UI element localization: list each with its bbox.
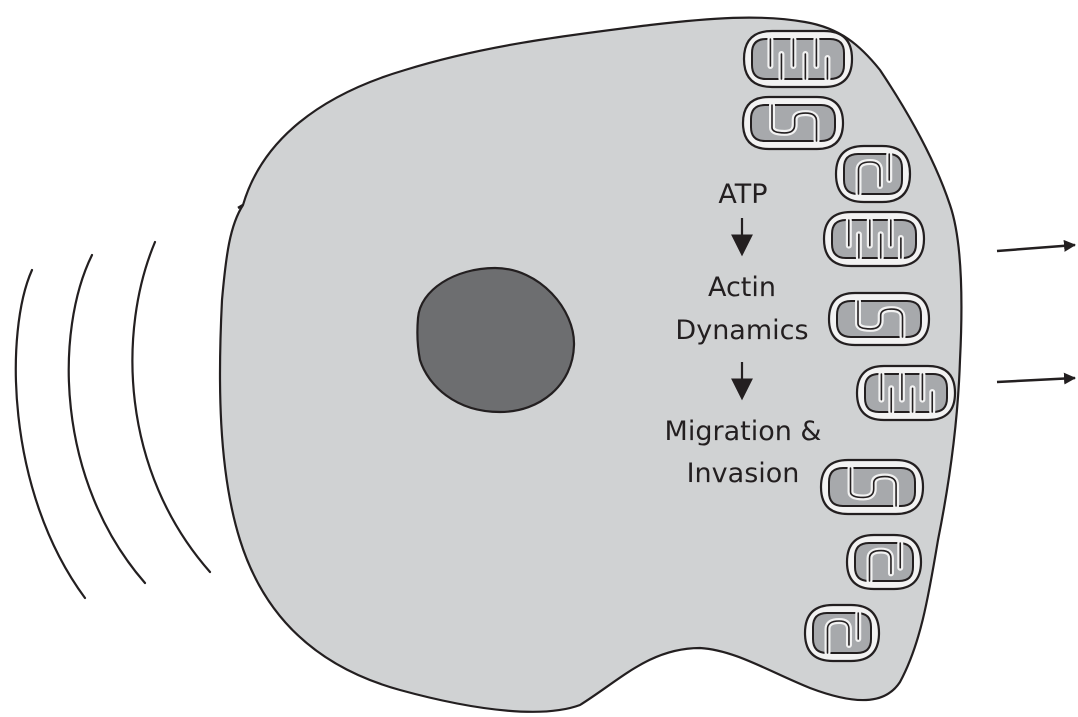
pathway-step-migration-line2: Invasion [687, 458, 800, 489]
mitochondrion [821, 460, 923, 514]
pathway-step-actin-line1: Actin [708, 272, 776, 303]
mitochondrion [829, 293, 929, 345]
motion-line [69, 255, 145, 583]
mitochondrion [857, 366, 955, 420]
mitochondrion [805, 605, 879, 661]
direction-arrows [997, 245, 1075, 382]
motion-line [132, 242, 210, 572]
pathway-step-atp: ATP [718, 179, 767, 210]
mitochondrion [743, 97, 843, 149]
direction-arrow [997, 378, 1075, 382]
direction-arrow [997, 245, 1075, 251]
mitochondrion [744, 31, 852, 87]
mitochondrion [836, 146, 910, 202]
mitochondrion [847, 535, 921, 589]
mitochondrion [824, 212, 924, 266]
pathway-step-actin-line2: Dynamics [675, 315, 808, 346]
motion-lines [16, 242, 210, 598]
pathway-step-migration-line1: Migration & [665, 416, 822, 447]
